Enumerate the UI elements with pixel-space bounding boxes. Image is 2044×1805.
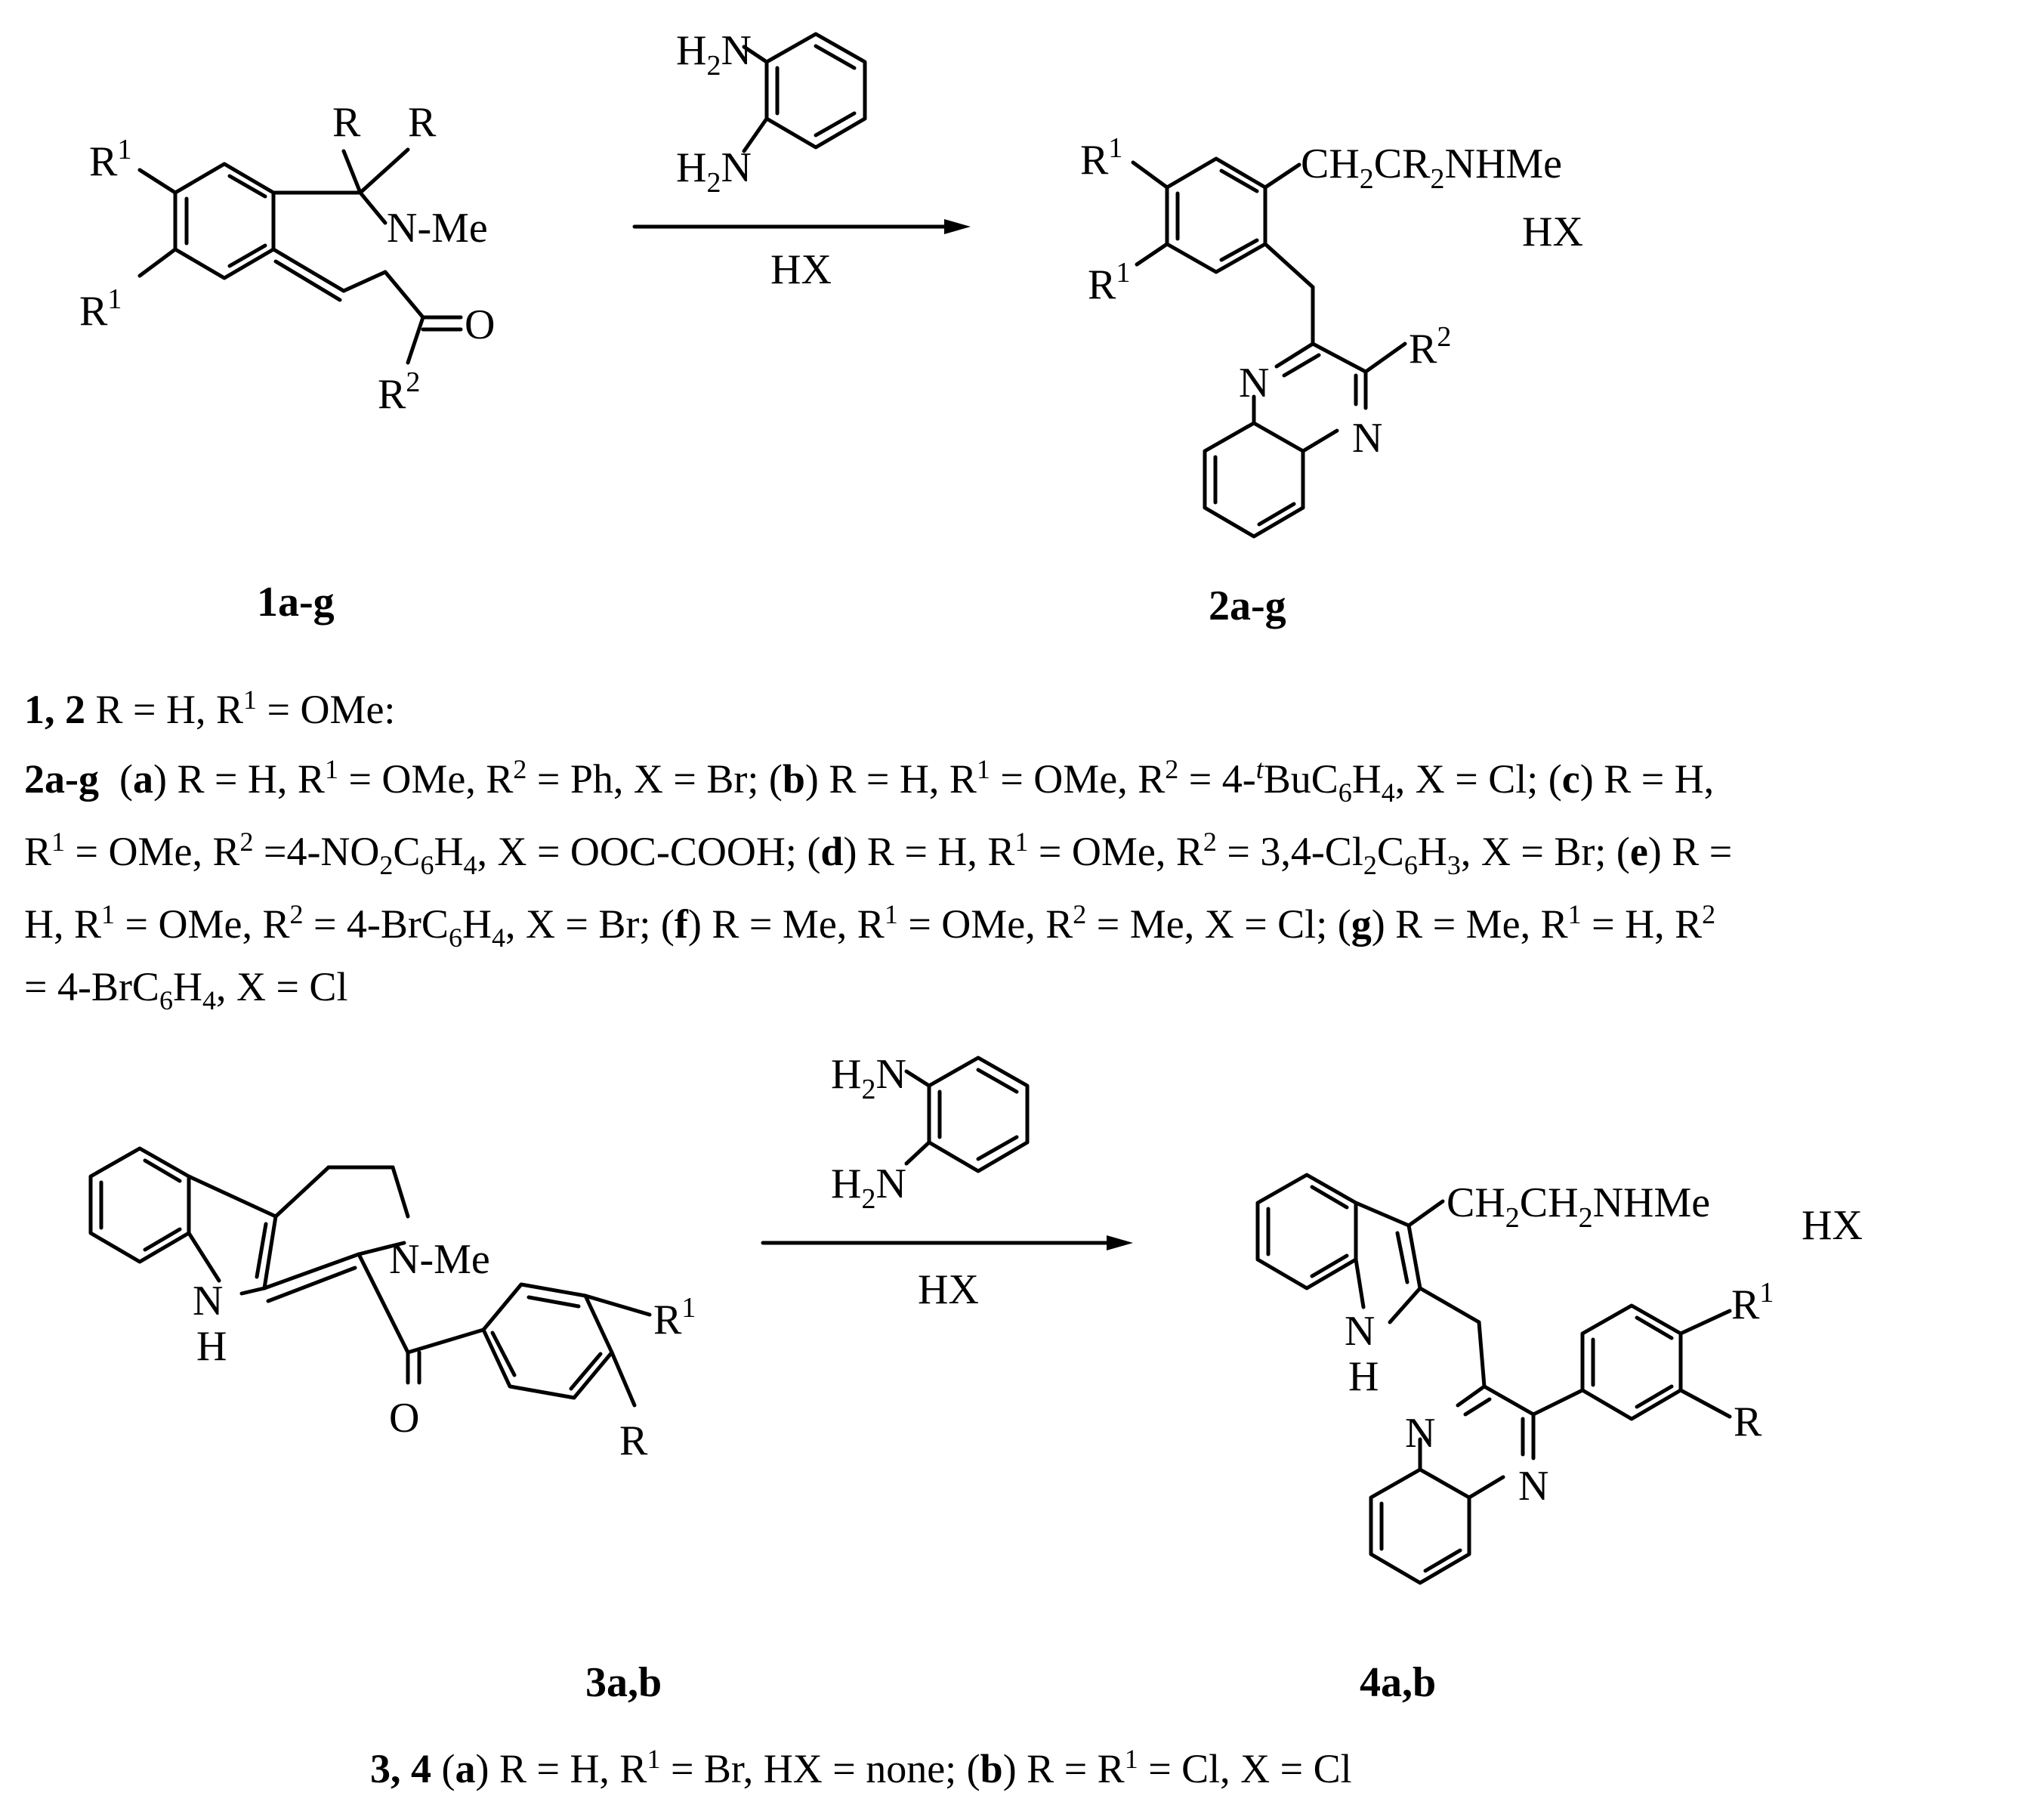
n-me-label: N-Me	[389, 1236, 490, 1283]
compound-label-1a-g: 1a-g	[257, 579, 335, 626]
amine-label: H2N	[676, 27, 752, 82]
salt-label: HX	[1522, 209, 1583, 255]
atom-r: R	[1734, 1399, 1762, 1445]
n-me-label: N-Me	[387, 205, 488, 252]
atom-r1: R1	[1088, 257, 1130, 308]
indole-nh-label: N	[193, 1278, 223, 1324]
amine-label: H2N	[831, 1161, 906, 1215]
reaction-arrow	[632, 219, 971, 234]
caption-1-2-conditions: 1, 2 R = H, R1 = OMe:	[24, 685, 396, 732]
caption-compounds: 1, 2	[24, 687, 85, 732]
atom-r2: R2	[1409, 321, 1451, 372]
atom-r: R	[332, 99, 361, 146]
compound-label-2a-g: 2a-g	[1209, 583, 1286, 629]
indole-h-label: H	[1348, 1353, 1379, 1400]
conditions-label: HX	[770, 246, 832, 293]
amine-label: H2N	[831, 1051, 906, 1105]
compound-4-structure	[1255, 1173, 1732, 1585]
reagent-diamine-structure	[904, 1055, 1030, 1173]
caption-2a-g-variants: H, R1 = OMe, R2 = 4-BrC6H4, X = Br; (f) …	[24, 899, 1716, 953]
atom-n: N	[1518, 1463, 1548, 1510]
atom-r1: R1	[1731, 1277, 1774, 1328]
atom-r1: R1	[79, 283, 122, 335]
atom-r1: R1	[653, 1292, 696, 1343]
caption-compounds: 2a-g	[24, 756, 99, 802]
atom-n: N	[1405, 1410, 1435, 1457]
salt-label: HX	[1802, 1202, 1863, 1249]
compound-2-structure	[1131, 156, 1407, 539]
indole-h-label: H	[196, 1323, 227, 1370]
compound-1-structure	[137, 147, 463, 365]
reagent-diamine-structure	[742, 32, 867, 153]
caption-2a-g-variants: 2a-g (a) R = H, R1 = OMe, R2 = Ph, X = B…	[24, 754, 1715, 808]
atom-r1: R1	[89, 134, 131, 185]
atom-r: R	[619, 1417, 648, 1464]
caption-compounds: 3, 4	[370, 1746, 431, 1791]
atom-r1: R1	[1080, 132, 1122, 184]
reaction-arrow	[761, 1235, 1133, 1250]
atom-r: R	[408, 99, 437, 146]
compound-label-3ab: 3a,b	[585, 1659, 662, 1706]
caption-2a-g-variants: = 4-BrC6H4, X = Cl	[24, 964, 348, 1015]
atom-r2: R2	[378, 366, 420, 418]
oxygen-atom: O	[465, 301, 495, 348]
compound-label-4ab: 4a,b	[1360, 1659, 1436, 1706]
caption-3-4-variants: 3, 4 (a) R = H, R1 = Br, HX = none; (b) …	[370, 1744, 1352, 1791]
atom-n: N	[1239, 360, 1269, 406]
atom-n: N	[1352, 415, 1382, 462]
caption-2a-g-variants: R1 = OMe, R2 =4-NO2C6H4, X = OOC-COOH; (…	[24, 827, 1733, 880]
amine-label: H2N	[676, 144, 752, 199]
conditions-label: HX	[918, 1266, 979, 1313]
compound-3-structure	[88, 1146, 652, 1408]
side-chain-label: CH2CR2NHMe	[1301, 141, 1562, 195]
side-chain-label: CH2CH2NHMe	[1447, 1179, 1710, 1234]
oxygen-atom: O	[389, 1395, 419, 1442]
indole-nh-label: N	[1345, 1308, 1375, 1355]
